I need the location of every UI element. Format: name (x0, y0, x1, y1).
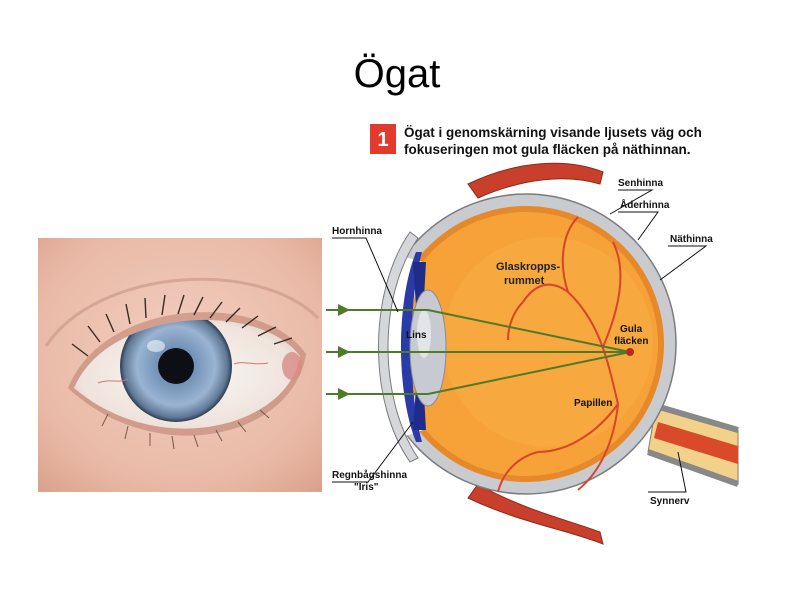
label-iris: "Iris" (354, 482, 379, 493)
caption-line-1: Ögat i genomskärning visande ljusets väg… (404, 125, 702, 140)
label-hornhinna: Hornhinna (332, 226, 382, 237)
label-regnbagshinna: Regnbågshinna (332, 469, 407, 481)
light-ray-arrows (338, 304, 350, 400)
caption-line-2: fokuseringen mot gula fläcken på näthinn… (404, 142, 691, 157)
fovea (626, 348, 634, 356)
label-lins: Lins (406, 330, 427, 341)
label-glaskropp-2: rummet (504, 275, 545, 287)
vitreous-body (394, 212, 658, 476)
label-gula-2: fläcken (614, 336, 648, 347)
retinal-blood-vessels (497, 216, 622, 493)
eye-muscle-top (467, 162, 604, 199)
label-papillen: Papillen (574, 398, 612, 409)
eye-cross-section-diagram: 1 Ögat i genomskärning visande ljusets v… (326, 124, 740, 545)
label-aderhinna: Åderhinna (620, 198, 670, 211)
label-glaskropp-1: Glaskropps- (496, 261, 561, 273)
label-senhinna: Senhinna (618, 178, 663, 189)
eye-muscle-bottom (467, 483, 604, 545)
caption-badge-number: 1 (377, 129, 388, 151)
caption-badge (370, 124, 396, 154)
slide-title: Ögat (353, 52, 441, 96)
label-synnerv: Synnerv (650, 496, 690, 507)
optic-nerve (646, 403, 740, 487)
label-gula-1: Gula (620, 324, 643, 335)
eye-photo (38, 238, 322, 492)
label-nathinna: Näthinna (670, 234, 713, 245)
